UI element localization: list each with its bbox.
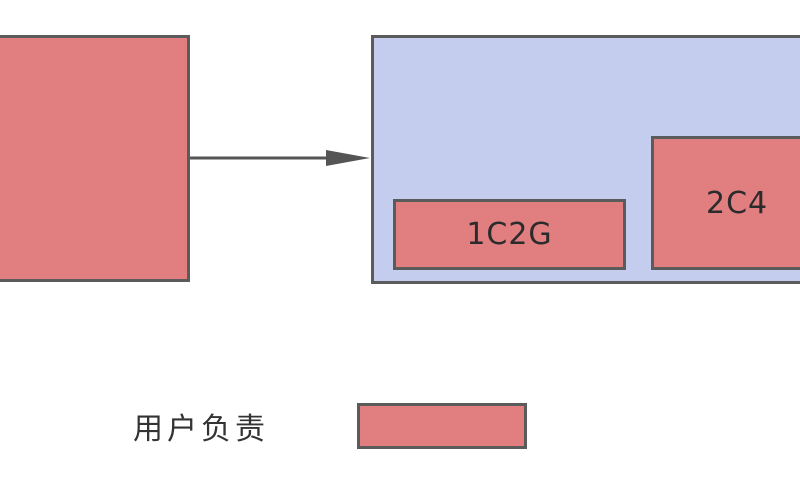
instance-label-2c4: 2C4: [706, 186, 769, 221]
legend-label: 用户负责: [133, 412, 269, 447]
legend-swatch: [357, 403, 527, 449]
instance-label-1c2g: 1C2G: [466, 217, 553, 252]
arrow-head-icon: [326, 150, 370, 166]
instance-box-1c2g: 1C2G: [393, 199, 626, 270]
user-responsibility-block: [0, 35, 190, 282]
instance-box-2c4: 2C4: [651, 136, 800, 270]
